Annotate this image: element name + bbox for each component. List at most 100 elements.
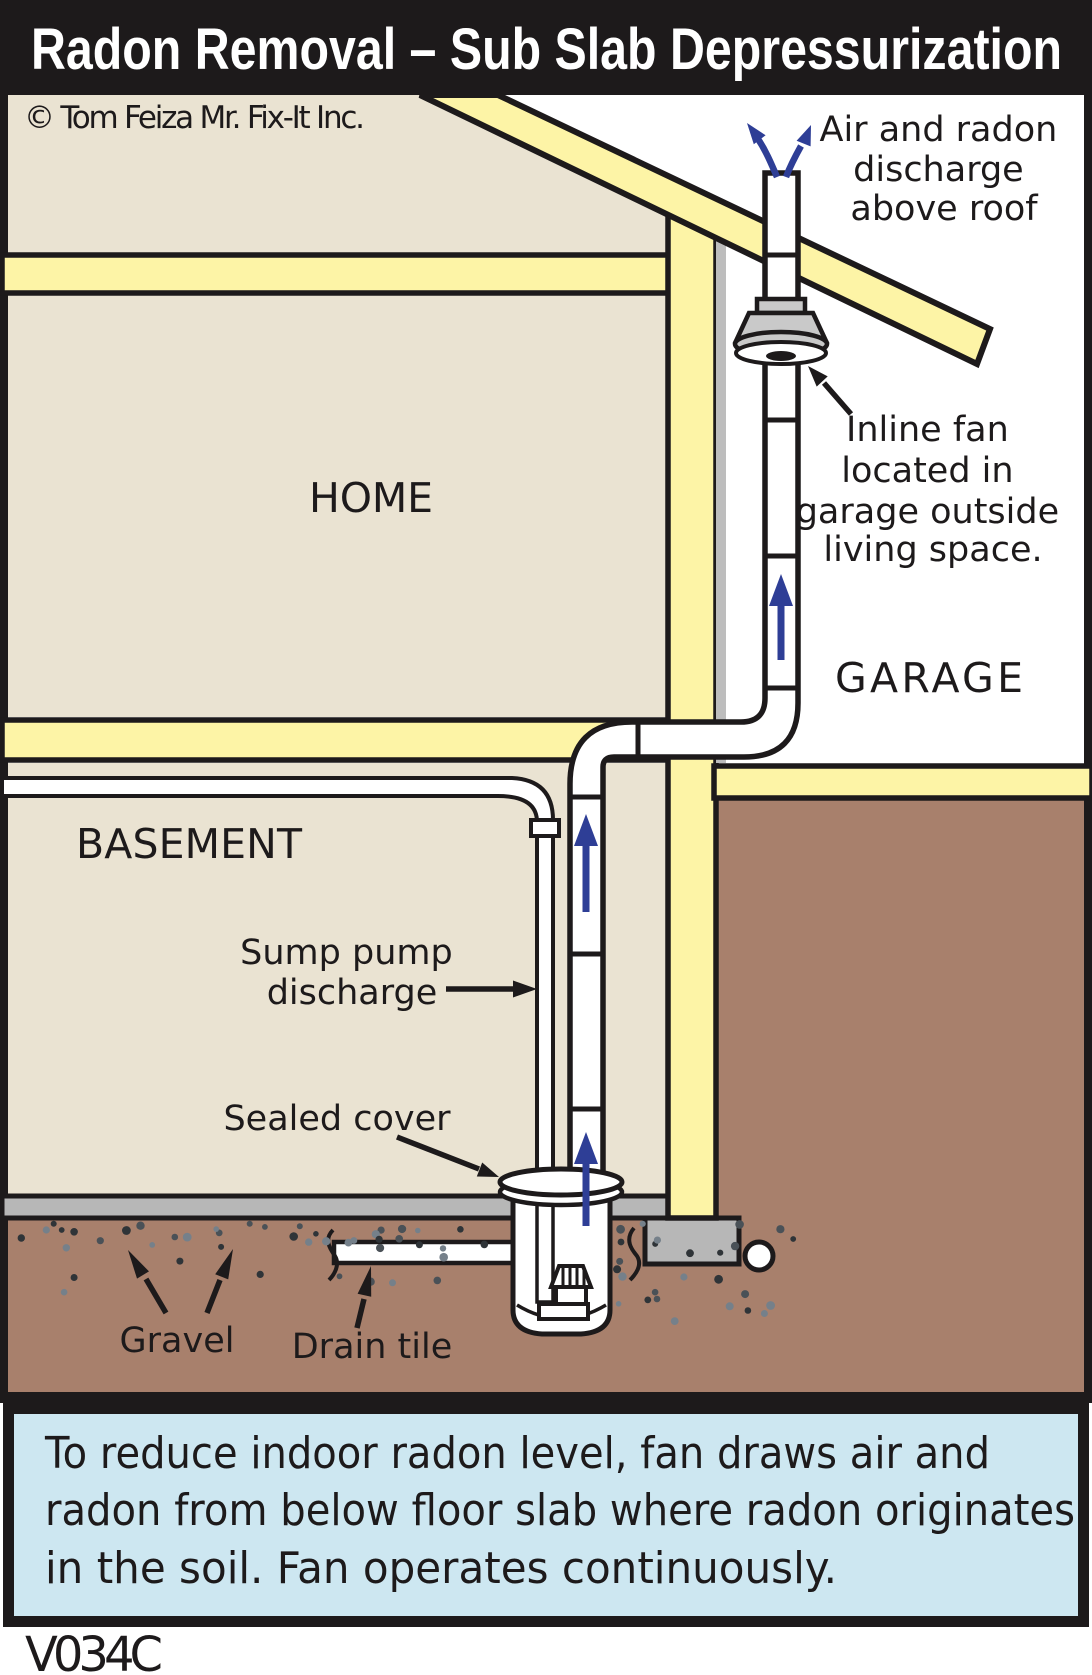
gravel-dot: [171, 1233, 179, 1241]
drain-tile-section-circle: [742, 1239, 776, 1273]
gravel-dot: [313, 1231, 319, 1237]
radon-pipe-joints: [570, 252, 798, 1112]
gravel-dot: [415, 1227, 421, 1234]
gravel-dot: [730, 1241, 740, 1251]
gravel-dot: [350, 1237, 358, 1244]
title-bar: [0, 0, 1092, 95]
home-interior: [8, 95, 672, 717]
gravel-dot: [615, 1301, 622, 1307]
sump-discharge-note: Sump pump discharge: [240, 933, 464, 1013]
drain-tile-break-right: [627, 1226, 642, 1282]
gravel-dot: [741, 1290, 750, 1299]
soil-under-garage: [712, 798, 1084, 1392]
inline-fan-icon: [732, 296, 830, 366]
gravel-dot: [176, 1257, 184, 1265]
caption-box: [3, 1403, 1089, 1627]
sealed-cover-label: Sealed cover: [223, 1099, 451, 1139]
gravel-label: Gravel: [120, 1321, 235, 1361]
gravel-dot: [96, 1237, 104, 1245]
gravel-dot: [439, 1252, 449, 1262]
gravel-dot: [136, 1221, 145, 1230]
gravel-dot: [457, 1226, 464, 1233]
gravel-dot: [439, 1245, 447, 1252]
gravel-dot: [717, 1249, 724, 1256]
figure-code: V034C: [25, 1627, 163, 1675]
gravel-dot: [714, 1274, 723, 1284]
gravel-dot: [262, 1224, 268, 1230]
gravel-dot: [50, 1220, 57, 1227]
gravel-dot: [790, 1236, 797, 1242]
garage-wall-strip: [716, 233, 726, 763]
gravel-dot: [760, 1310, 768, 1317]
gravel-dot: [322, 1237, 331, 1246]
gravel-dot: [433, 1276, 442, 1285]
gravel-dot: [415, 1241, 423, 1249]
gravel-dot: [680, 1273, 688, 1281]
drain-tile-arrow-icon: [354, 1266, 372, 1329]
gravel-dot: [776, 1225, 785, 1234]
gravel-dot: [686, 1249, 694, 1258]
sealed-cover-arrow-icon: [396, 1134, 499, 1177]
garage-floor: [711, 763, 1092, 801]
gravel-dot: [651, 1288, 659, 1296]
gravel-dot: [149, 1242, 156, 1248]
gravel-dot: [376, 1243, 385, 1253]
gravel-dot: [70, 1274, 78, 1281]
gravel-dot: [725, 1302, 734, 1311]
gravel-dot: [617, 1238, 625, 1246]
gravel-dot: [296, 1223, 303, 1230]
room-label-home: HOME: [309, 474, 433, 522]
inline-fan-arrow-icon: [808, 366, 854, 416]
gravel-dot: [744, 1307, 752, 1314]
gravel-dot: [735, 1220, 744, 1229]
sump-discharge-pipe-coupling: [529, 818, 561, 838]
caption-text: To reduce indoor radon level, fan draws …: [44, 1428, 1089, 1594]
air-discharge-up-arrows-icon: [747, 123, 811, 179]
gravel-dot: [653, 1295, 661, 1303]
copyright: © Tom Feiza Mr. Fix-It Inc.: [24, 100, 365, 136]
basement-interior: [8, 763, 672, 1195]
gravel-dot: [60, 1288, 68, 1296]
gravel-dot: [17, 1234, 25, 1242]
gravel-dot: [644, 1296, 652, 1304]
gravel-dot: [389, 1279, 396, 1287]
gravel-dot: [289, 1232, 299, 1241]
sealed-cover-icon: [497, 1166, 625, 1208]
gravel-dot: [344, 1238, 353, 1247]
gravel-dot: [70, 1228, 78, 1236]
gravel-dot: [42, 1226, 50, 1234]
gravel-dot: [618, 1272, 627, 1281]
gravel-dot: [766, 1301, 775, 1310]
gravel-dot: [670, 1317, 679, 1325]
airflow-up-arrow-basement-icon: [574, 814, 598, 912]
gravel-dot: [377, 1226, 385, 1234]
airflow-up-arrow-sump-icon: [574, 1132, 598, 1226]
home-garage-wall: [665, 202, 719, 1221]
home-ceiling-joist: [0, 252, 675, 296]
gravel-dot: [399, 1225, 407, 1233]
sump-discharge-arrow-icon: [446, 980, 537, 998]
inline-fan-note: Inline fan located in garage outside liv…: [796, 410, 1071, 570]
gravel-dot: [639, 1220, 646, 1227]
gravel-dots: [17, 1220, 797, 1325]
drain-tile-label: Drain tile: [292, 1327, 453, 1367]
roof: [418, 92, 994, 369]
gravel-dot: [616, 1257, 624, 1265]
discharge-note: Air and radon discharge above roof: [820, 110, 1069, 229]
gravel-dot: [305, 1238, 313, 1246]
gravel-dot: [616, 1224, 625, 1234]
page-title: Radon Removal – Sub Slab Depressurizatio…: [31, 17, 1062, 82]
gravel-dot: [653, 1236, 662, 1244]
gravel-dot: [395, 1235, 404, 1243]
gravel-dot: [122, 1226, 131, 1235]
gravel-dot: [256, 1270, 264, 1278]
sump-pump-icon: [537, 1264, 594, 1321]
home-floor-joist: [0, 717, 677, 763]
gravel-dot: [218, 1243, 225, 1250]
gravel-dot: [375, 1235, 383, 1243]
gravel-dot: [480, 1240, 489, 1249]
airflow-up-arrow-garage-icon: [769, 574, 793, 660]
room-label-basement: BASEMENT: [76, 820, 303, 868]
gravel-dot: [246, 1220, 253, 1227]
